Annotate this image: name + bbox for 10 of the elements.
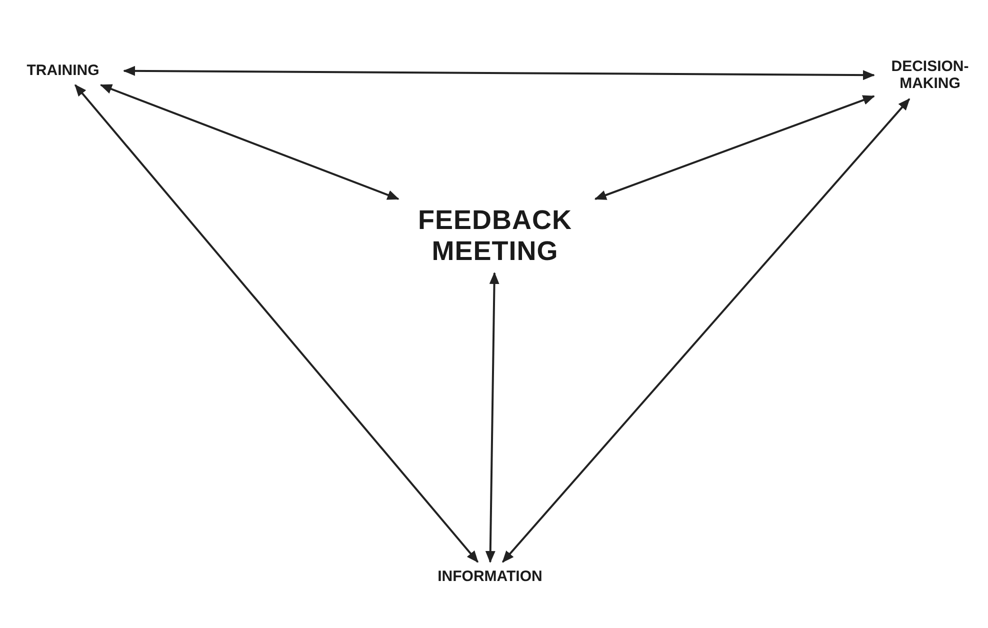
node-label: FEEDBACK MEETING (385, 205, 605, 268)
double-arrow (502, 98, 910, 563)
double-arrow (594, 95, 875, 200)
double-arrow (485, 272, 500, 563)
double-arrow (123, 66, 875, 80)
node-label: DECISION-MAKING (880, 58, 980, 92)
node-label: TRAINING (8, 62, 118, 80)
double-arrow (74, 84, 479, 563)
node-label: INFORMATION (405, 568, 575, 586)
double-arrow (100, 84, 400, 200)
